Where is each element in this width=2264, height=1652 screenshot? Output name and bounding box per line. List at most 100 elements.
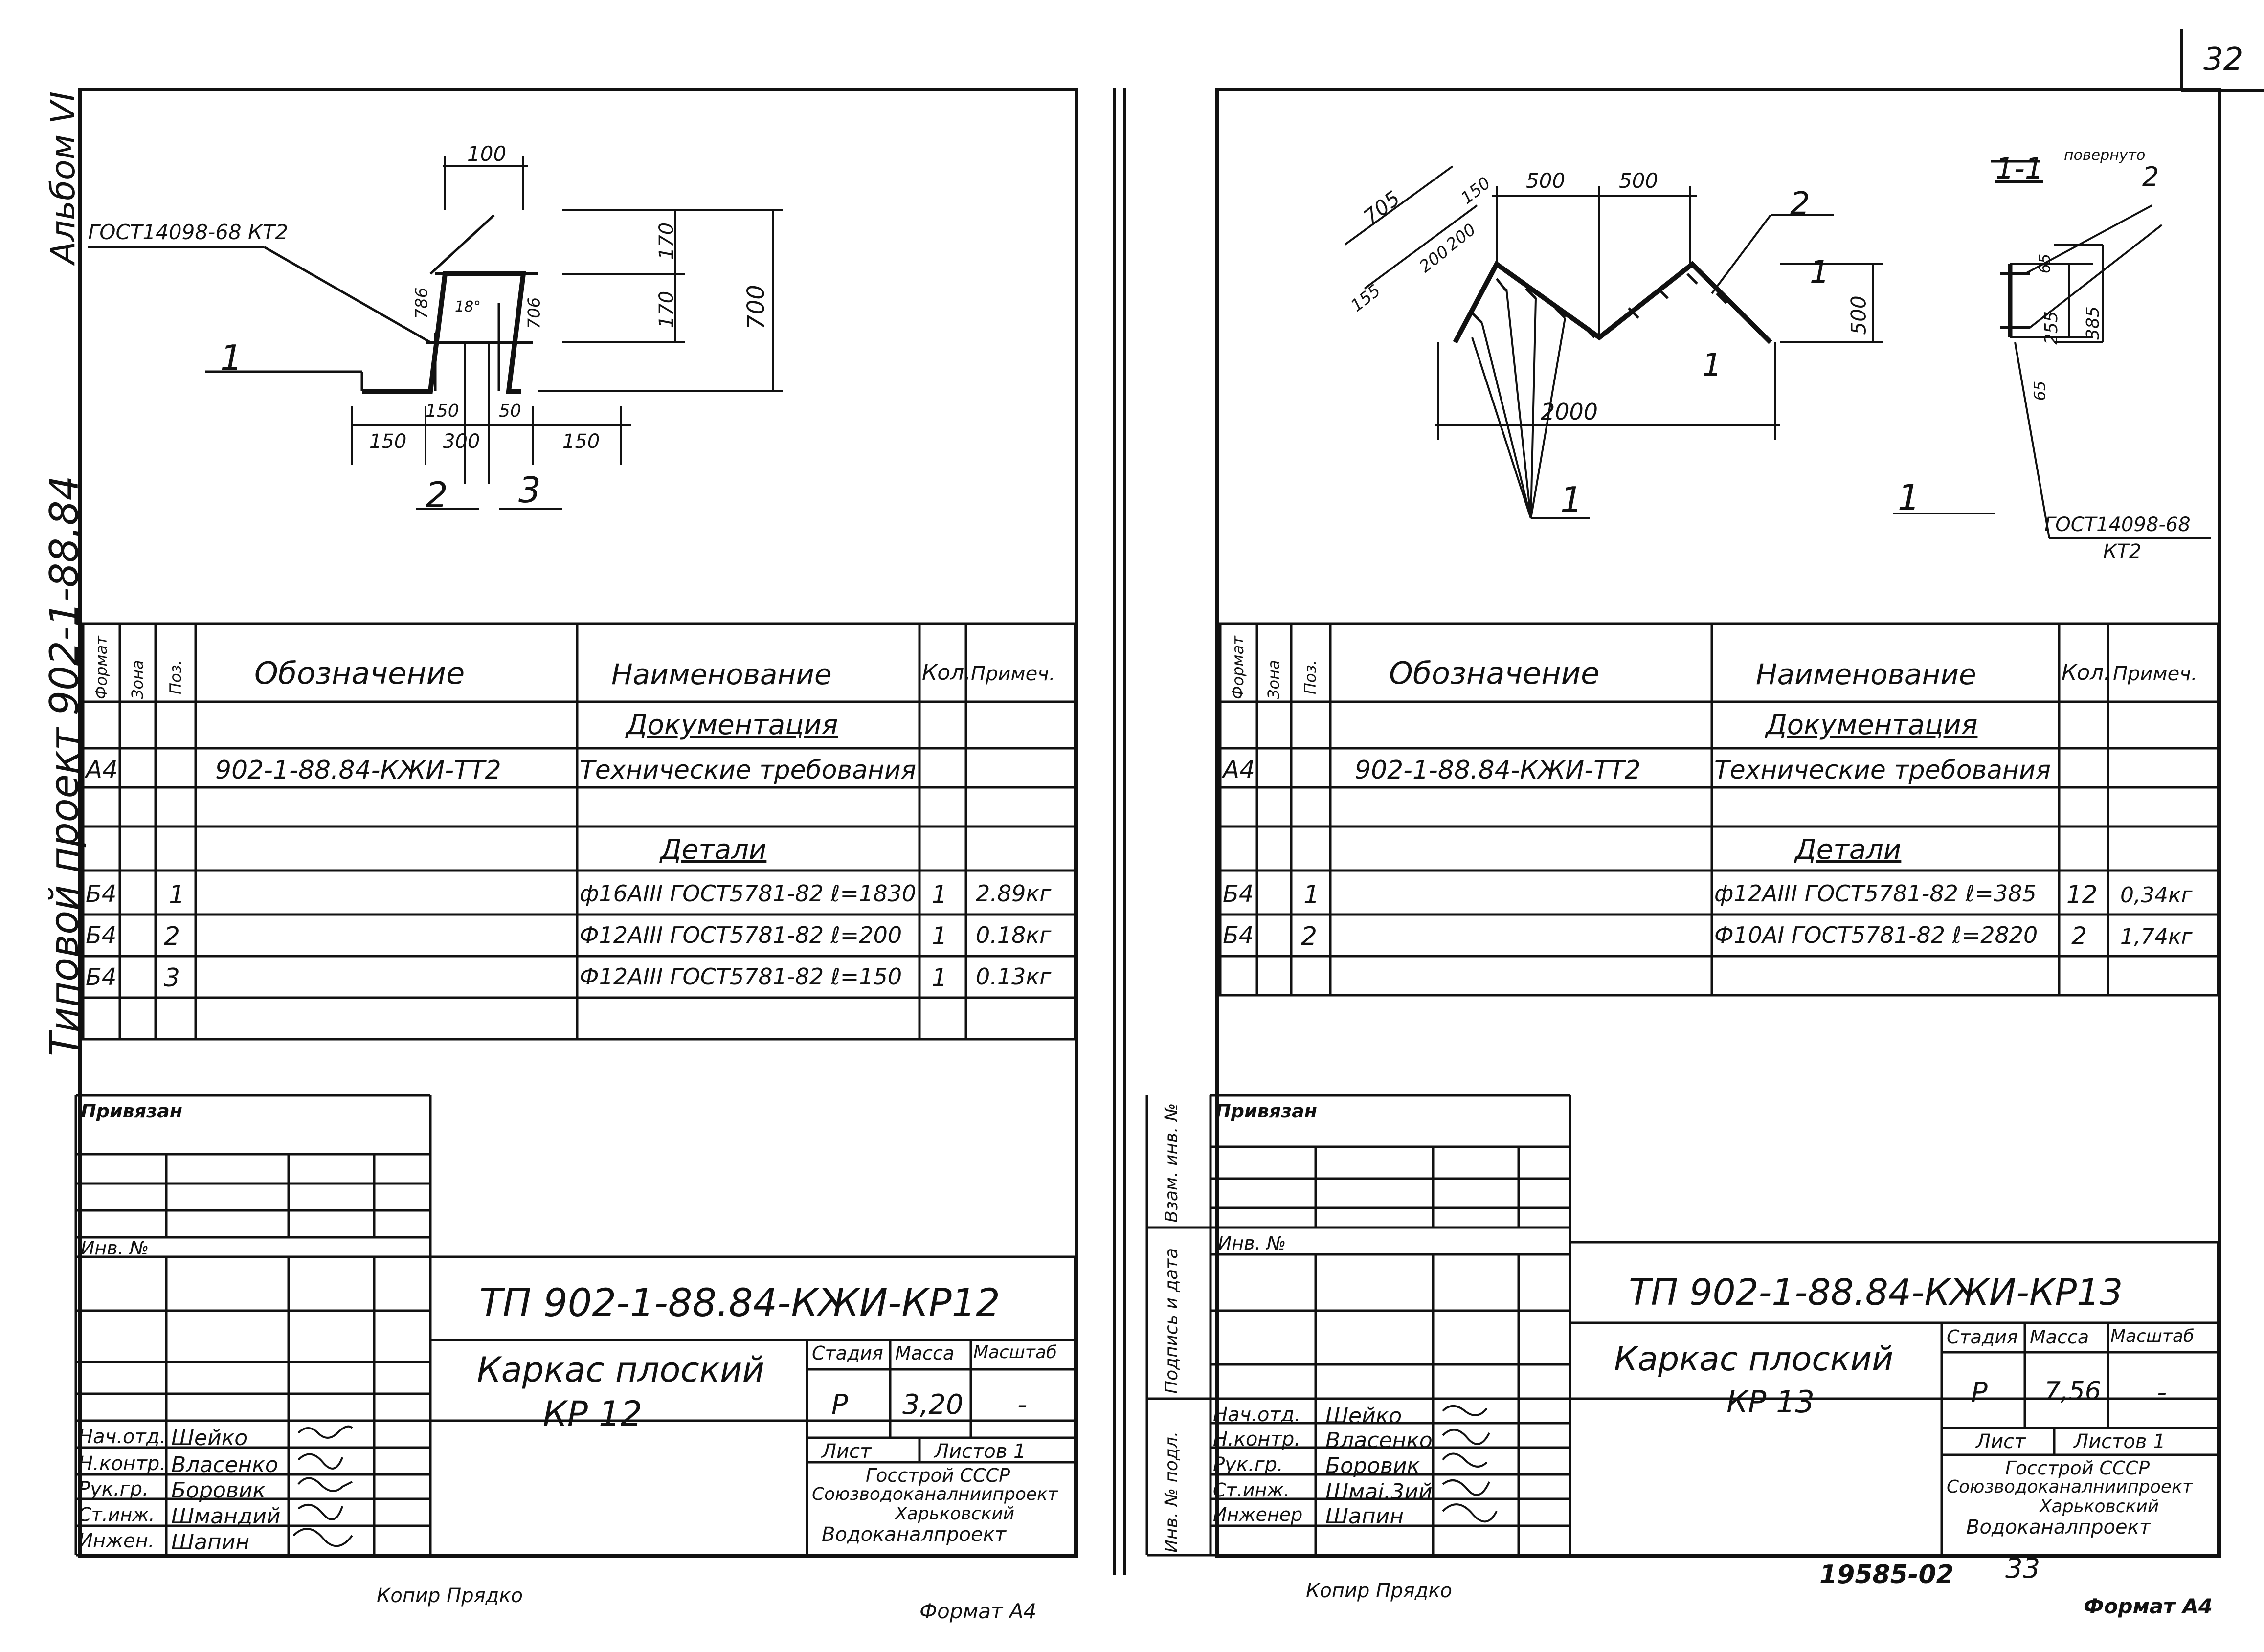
right-stamp-role-0: Нач.отд. [1213, 1404, 1301, 1426]
right-stamp-name-0: Шейко [1325, 1404, 1402, 1429]
right-stamp-name-2: Боровик [1325, 1453, 1420, 1478]
right-spec-doc-format: А4 [1223, 756, 1255, 784]
left-stamp-title2: КР 12 [543, 1394, 643, 1434]
right-label-2: 2 [1790, 186, 1810, 222]
right-stamp-h-stage: Стадия [1947, 1326, 2018, 1348]
right-stamp-privyazan: Привязан [1215, 1100, 1318, 1122]
left-spec-row3-pos: 3 [164, 963, 180, 993]
right-stamp-role-2: Рук.гр. [1213, 1453, 1283, 1476]
left-spec-row1-format: Б4 [86, 880, 117, 908]
left-label-2: 2 [426, 474, 448, 515]
right-spec-row1-pos: 1 [1303, 880, 1320, 910]
right-rotated-label: повернуто [2064, 147, 2146, 164]
left-dim-50: 50 [499, 401, 521, 421]
page-number: 32 [2203, 42, 2243, 78]
left-spec-h-designation: Обозначение [254, 655, 465, 691]
right-stamp-scale: - [2157, 1377, 2167, 1408]
left-label-1: 1 [220, 337, 243, 379]
right-spec-row1-note: 0,34кг [2120, 883, 2193, 908]
left-stamp-sheet: Лист [822, 1440, 872, 1463]
left-stamp-role-4: Инжен. [78, 1530, 155, 1552]
left-stamp-name-4: Шапин [171, 1530, 250, 1555]
right-spec-h-note: Примеч. [2113, 663, 2197, 685]
right-spec-row2-format: Б4 [1223, 922, 1254, 949]
right-spec-section-parts: Детали [1795, 834, 1902, 866]
right-dim-500b: 500 [1619, 169, 1659, 193]
left-spec-h-qty: Кол. [922, 660, 971, 685]
left-spec-row1-pos: 1 [169, 880, 185, 910]
footer-left-format: Формат А4 [919, 1599, 1037, 1623]
right-stamp-org-3: Водоканалпроект [1966, 1516, 2151, 1539]
left-stamp-org-2: Харьковский [895, 1504, 1015, 1524]
left-dim-angle: 18° [455, 298, 481, 315]
right-stamp-role-1: Н.контр. [1213, 1428, 1300, 1451]
left-dim-150l: 150 [369, 430, 407, 453]
left-stamp-name-0: Шейко [171, 1426, 248, 1451]
right-stamp-name-4: Шапин [1325, 1504, 1404, 1529]
left-spec-row2-format: Б4 [86, 922, 117, 949]
left-spec-row3-name: Ф12АIII ГОСТ5781-82 ℓ=150 [580, 963, 902, 990]
left-stamp-role-3: Ст.инж. [78, 1504, 155, 1525]
right-stamp-org-2: Харьковский [2040, 1496, 2159, 1517]
left-dim-100: 100 [467, 142, 507, 166]
left-stamp-role-2: Рук.гр. [78, 1478, 149, 1500]
left-spec-h-name: Наименование [611, 658, 832, 691]
footer-inv-number: 19585-02 [1819, 1560, 1954, 1589]
left-stamp-org-1: Союзводоканалниипроект [812, 1484, 1058, 1504]
left-gost-label: ГОСТ14098-68 КТ2 [88, 220, 289, 244]
right-label-1a: 1 [1810, 254, 1830, 290]
right-stamp-sheet: Лист [1976, 1430, 2026, 1453]
right-spec-h-name: Наименование [1756, 658, 1976, 691]
right-stamp-inv: Инв. № [1218, 1232, 1286, 1254]
left-stamp-name-1: Власенко [171, 1452, 278, 1477]
right-spec-doc-name: Технические требования [1714, 756, 2051, 785]
footer-right-format: Формат А4 [2084, 1594, 2213, 1618]
right-spec-h-designation: Обозначение [1389, 655, 1600, 691]
right-label-1d: 1 [1898, 477, 1920, 518]
left-spec-row2-name: Ф12АIII ГОСТ5781-82 ℓ=200 [580, 922, 902, 948]
left-stamp-role-0: Нач.отд. [78, 1426, 166, 1448]
right-gost-label-2: КТ2 [2103, 540, 2142, 563]
left-dim-150r: 150 [562, 430, 600, 453]
left-stamp-scale: - [1017, 1389, 1028, 1421]
right-spec-row1-qty: 12 [2066, 880, 2098, 909]
right-stamp-title1: Каркас плоский [1614, 1340, 1894, 1379]
right-dim-2000: 2000 [1541, 399, 1598, 425]
right-spec-row1-name: ф12АIII ГОСТ5781-82 ℓ=385 [1714, 880, 2037, 907]
right-spec-row1-format: Б4 [1223, 880, 1254, 908]
left-stamp-org-0: Госстрой СССР [866, 1465, 1010, 1486]
right-sheet-frame [1215, 88, 2221, 1558]
left-spec-row2-note: 0.18кг [976, 922, 1052, 948]
left-stamp-stage: Р [831, 1389, 848, 1421]
right-stamp-org-0: Госстрой СССР [2005, 1457, 2150, 1479]
left-spec-row3-qty: 1 [932, 963, 947, 992]
right-stamp-h-mass: Масса [2030, 1326, 2089, 1348]
left-stamp-name-3: Шмандий [171, 1504, 281, 1529]
right-spec-h-qty: Кол. [2062, 660, 2111, 685]
right-dim-500a: 500 [1526, 169, 1566, 193]
right-label-1b: 1 [1702, 347, 1722, 383]
left-label-3: 3 [518, 469, 541, 511]
left-stamp-h-scale: Масштаб [973, 1342, 1057, 1362]
left-spec-row1-qty: 1 [932, 880, 947, 909]
right-stamp-code: ТП 902-1-88.84-КЖИ-КР13 [1629, 1272, 2123, 1314]
right-gost-label: ГОСТ14098-68 [2044, 513, 2191, 536]
right-section-label: 1-1 [1995, 152, 2043, 186]
left-spec-row2-qty: 1 [932, 922, 947, 950]
left-spec-doc-name: Технические требования [580, 756, 917, 785]
right-section-pos2: 2 [2142, 161, 2159, 192]
left-spec-row1-name: ф16АIII ГОСТ5781-82 ℓ=1830 [580, 880, 917, 907]
right-spec-row2-qty: 2 [2071, 922, 2087, 950]
right-stamp-role-3: Ст.инж. [1213, 1479, 1290, 1501]
left-spec-row3-note: 0.13кг [976, 963, 1052, 990]
right-stamp-title2: КР 13 [1726, 1384, 1815, 1420]
right-stamp-sheets: Листов 1 [2074, 1430, 2166, 1453]
left-stamp-org-3: Водоканалпроект [822, 1523, 1007, 1546]
left-stamp-inv: Инв. № [81, 1237, 149, 1259]
right-spec-section-docs: Документация [1766, 709, 1978, 741]
right-stamp-stage: Р [1971, 1377, 1988, 1408]
left-stamp-h-stage: Стадия [812, 1342, 883, 1364]
right-stamp-h-scale: Масштаб [2110, 1326, 2195, 1346]
